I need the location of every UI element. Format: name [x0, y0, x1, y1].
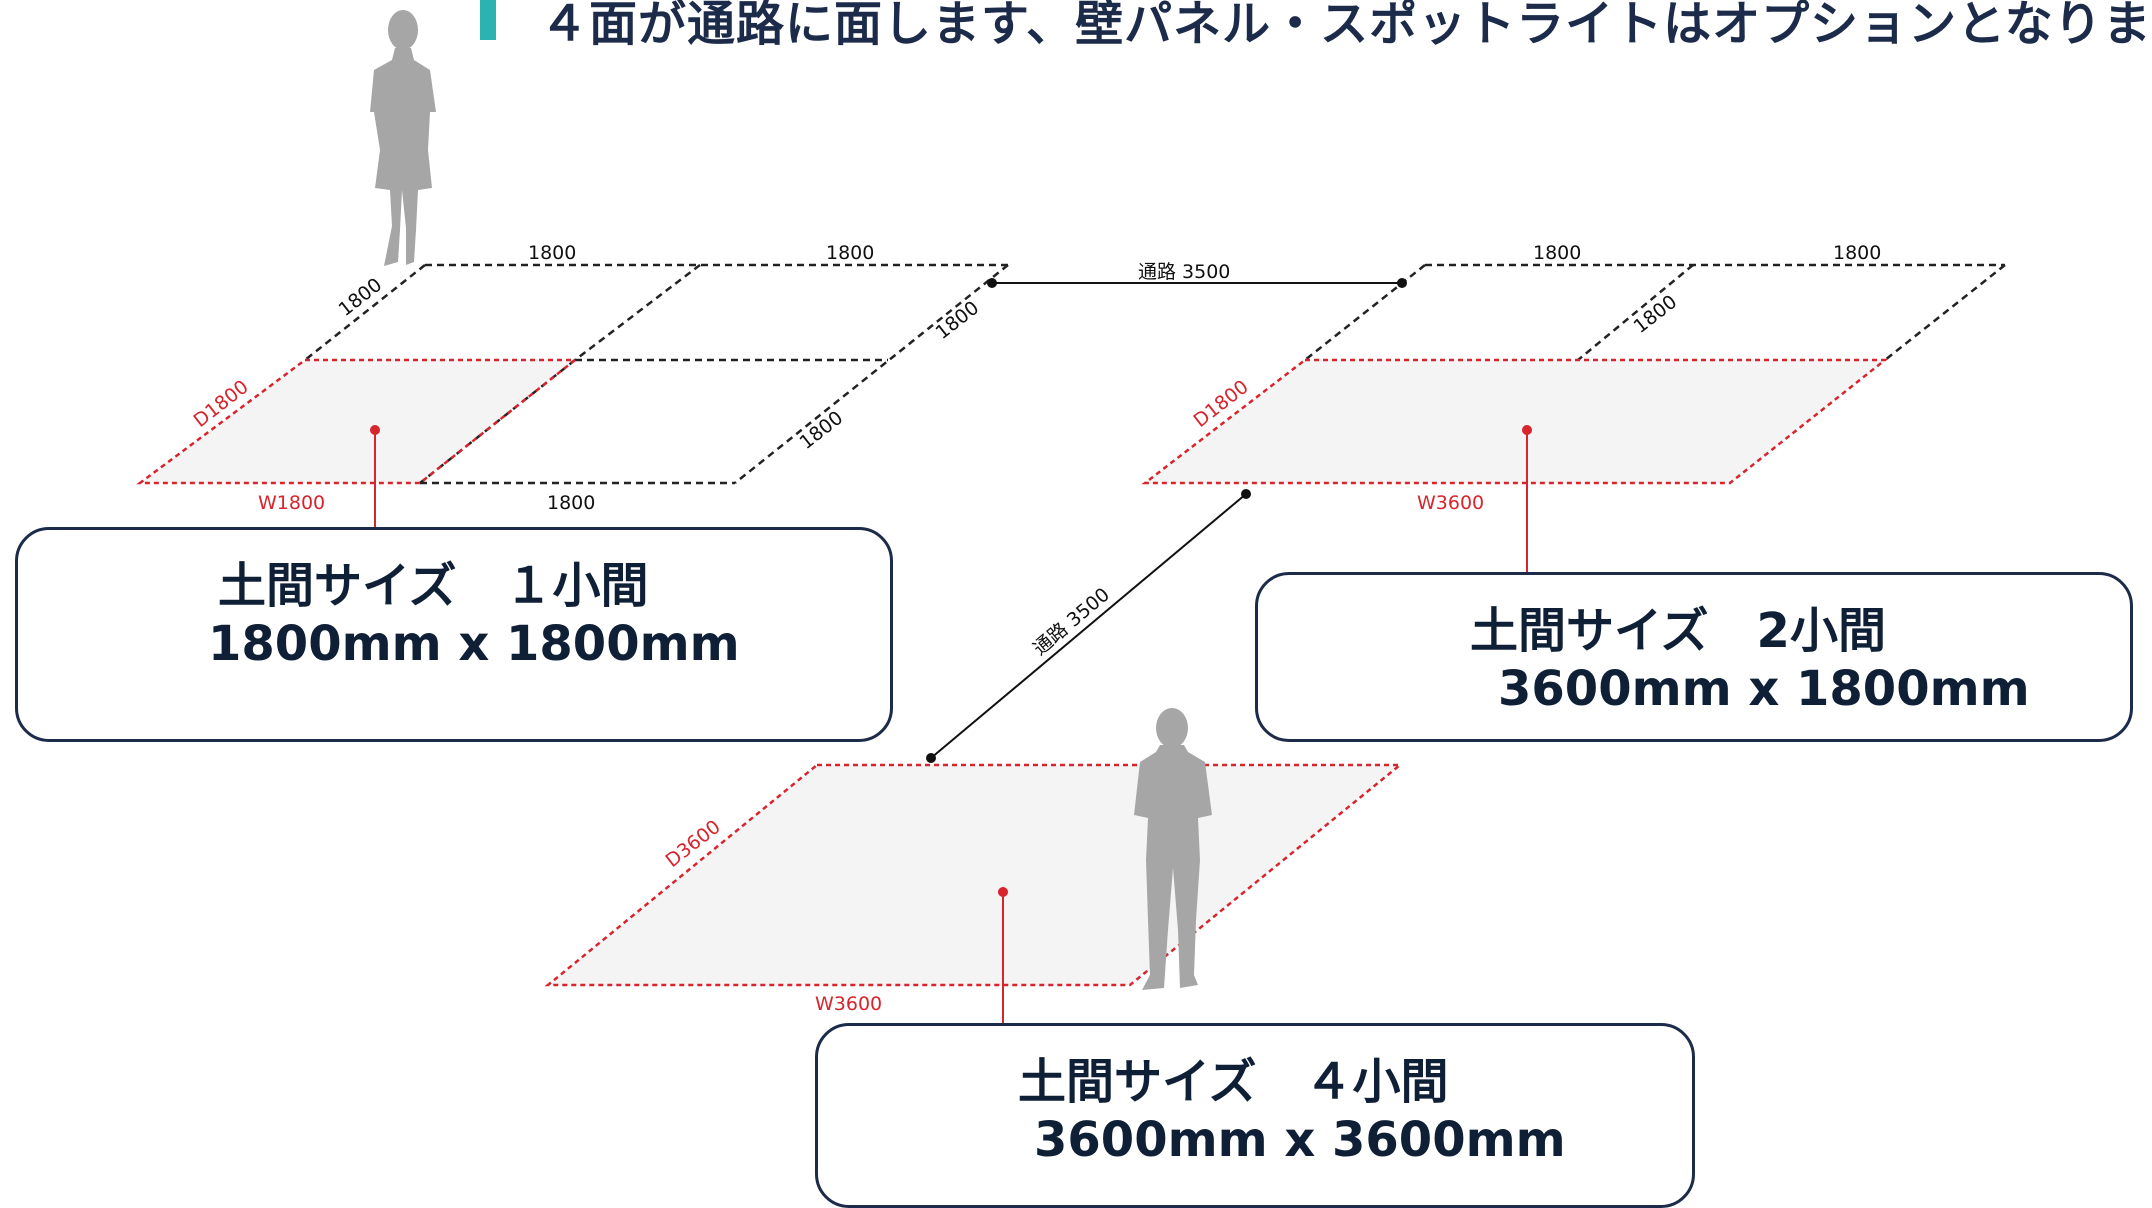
grid1-mid-front [419, 359, 576, 484]
dim-aisle-top: 通路 3500 [1138, 261, 1230, 283]
floor-1-outline [136, 358, 579, 485]
dim-row3-w: W3600 [815, 993, 882, 1015]
size-box-dimensions: 3600mm x 1800mm [1498, 661, 2030, 717]
grid1-mid-depth [574, 264, 701, 361]
dim-row1-top-left: 1800 [528, 242, 576, 264]
dim-row1-depth-front: 1800 [796, 407, 848, 454]
floor-plan-diagram: ４面が通路に面します、壁パネル・スポットライトはオプションとなりま [15, 0, 2151, 1208]
aisle-top-start-dot [987, 278, 997, 288]
size-box-2-koma: 土間サイズ 2小間 3600mm x 1800mm [1255, 572, 2133, 742]
dim-row2-top-right: 1800 [1833, 242, 1881, 264]
dim-row2-top-left: 1800 [1533, 242, 1581, 264]
center-dot-4 [998, 887, 1008, 897]
dim-row1-bottom: 1800 [547, 492, 595, 514]
size-box-title: 土間サイズ ４小間 [1018, 1054, 1449, 1110]
grid2-right-depth [1884, 264, 2006, 361]
aisle-diag-end-dot [926, 753, 936, 763]
floor-2-fill [1145, 360, 1885, 483]
dim-row1-w: W1800 [258, 492, 325, 514]
grid1-left-depth [304, 264, 426, 361]
grid2-left-depth [1304, 264, 1426, 361]
size-box-dimensions: 1800mm x 1800mm [208, 616, 740, 672]
size-box-1-koma: 土間サイズ １小間 1800mm x 1800mm [15, 527, 893, 742]
dim-row1-depth-back: 1800 [335, 274, 387, 321]
grid1-right-depth [734, 264, 1009, 484]
floor-4-fill [548, 765, 1400, 985]
grid2-mid-depth [1577, 264, 1694, 361]
aisle-top-end-dot [1397, 278, 1407, 288]
aisle-line-diag [930, 493, 1247, 759]
size-box-title: 土間サイズ 2小間 [1470, 603, 1886, 659]
aisle-diag-start-dot [1241, 489, 1251, 499]
dim-aisle-diag: 通路 3500 [1029, 584, 1114, 660]
center-dot-1 [370, 425, 380, 435]
page-title: ４面が通路に面します、壁パネル・スポットライトはオプションとなりま [540, 0, 2152, 52]
person-silhouette-icon [1134, 708, 1212, 990]
size-box-4-koma: 土間サイズ ４小間 3600mm x 3600mm [815, 1023, 1695, 1208]
dim-row2-w: W3600 [1417, 492, 1484, 514]
size-box-title: 土間サイズ １小間 [218, 558, 649, 614]
floor-4-outline [544, 763, 1404, 987]
center-dot-2 [1522, 425, 1532, 435]
dim-row2-depth-mid: 1800 [1630, 291, 1682, 338]
dim-row1-top-right: 1800 [826, 242, 874, 264]
person-silhouette-icon [370, 10, 436, 266]
title-accent-bar [480, 0, 496, 40]
floor-1-fill [140, 360, 575, 483]
floor-2-outline [1141, 358, 1889, 485]
diagram-canvas: 1800 1800 1800 1800 1800 D1800 W1800 180… [136, 10, 2006, 1023]
size-box-dimensions: 3600mm x 3600mm [1034, 1112, 1566, 1168]
